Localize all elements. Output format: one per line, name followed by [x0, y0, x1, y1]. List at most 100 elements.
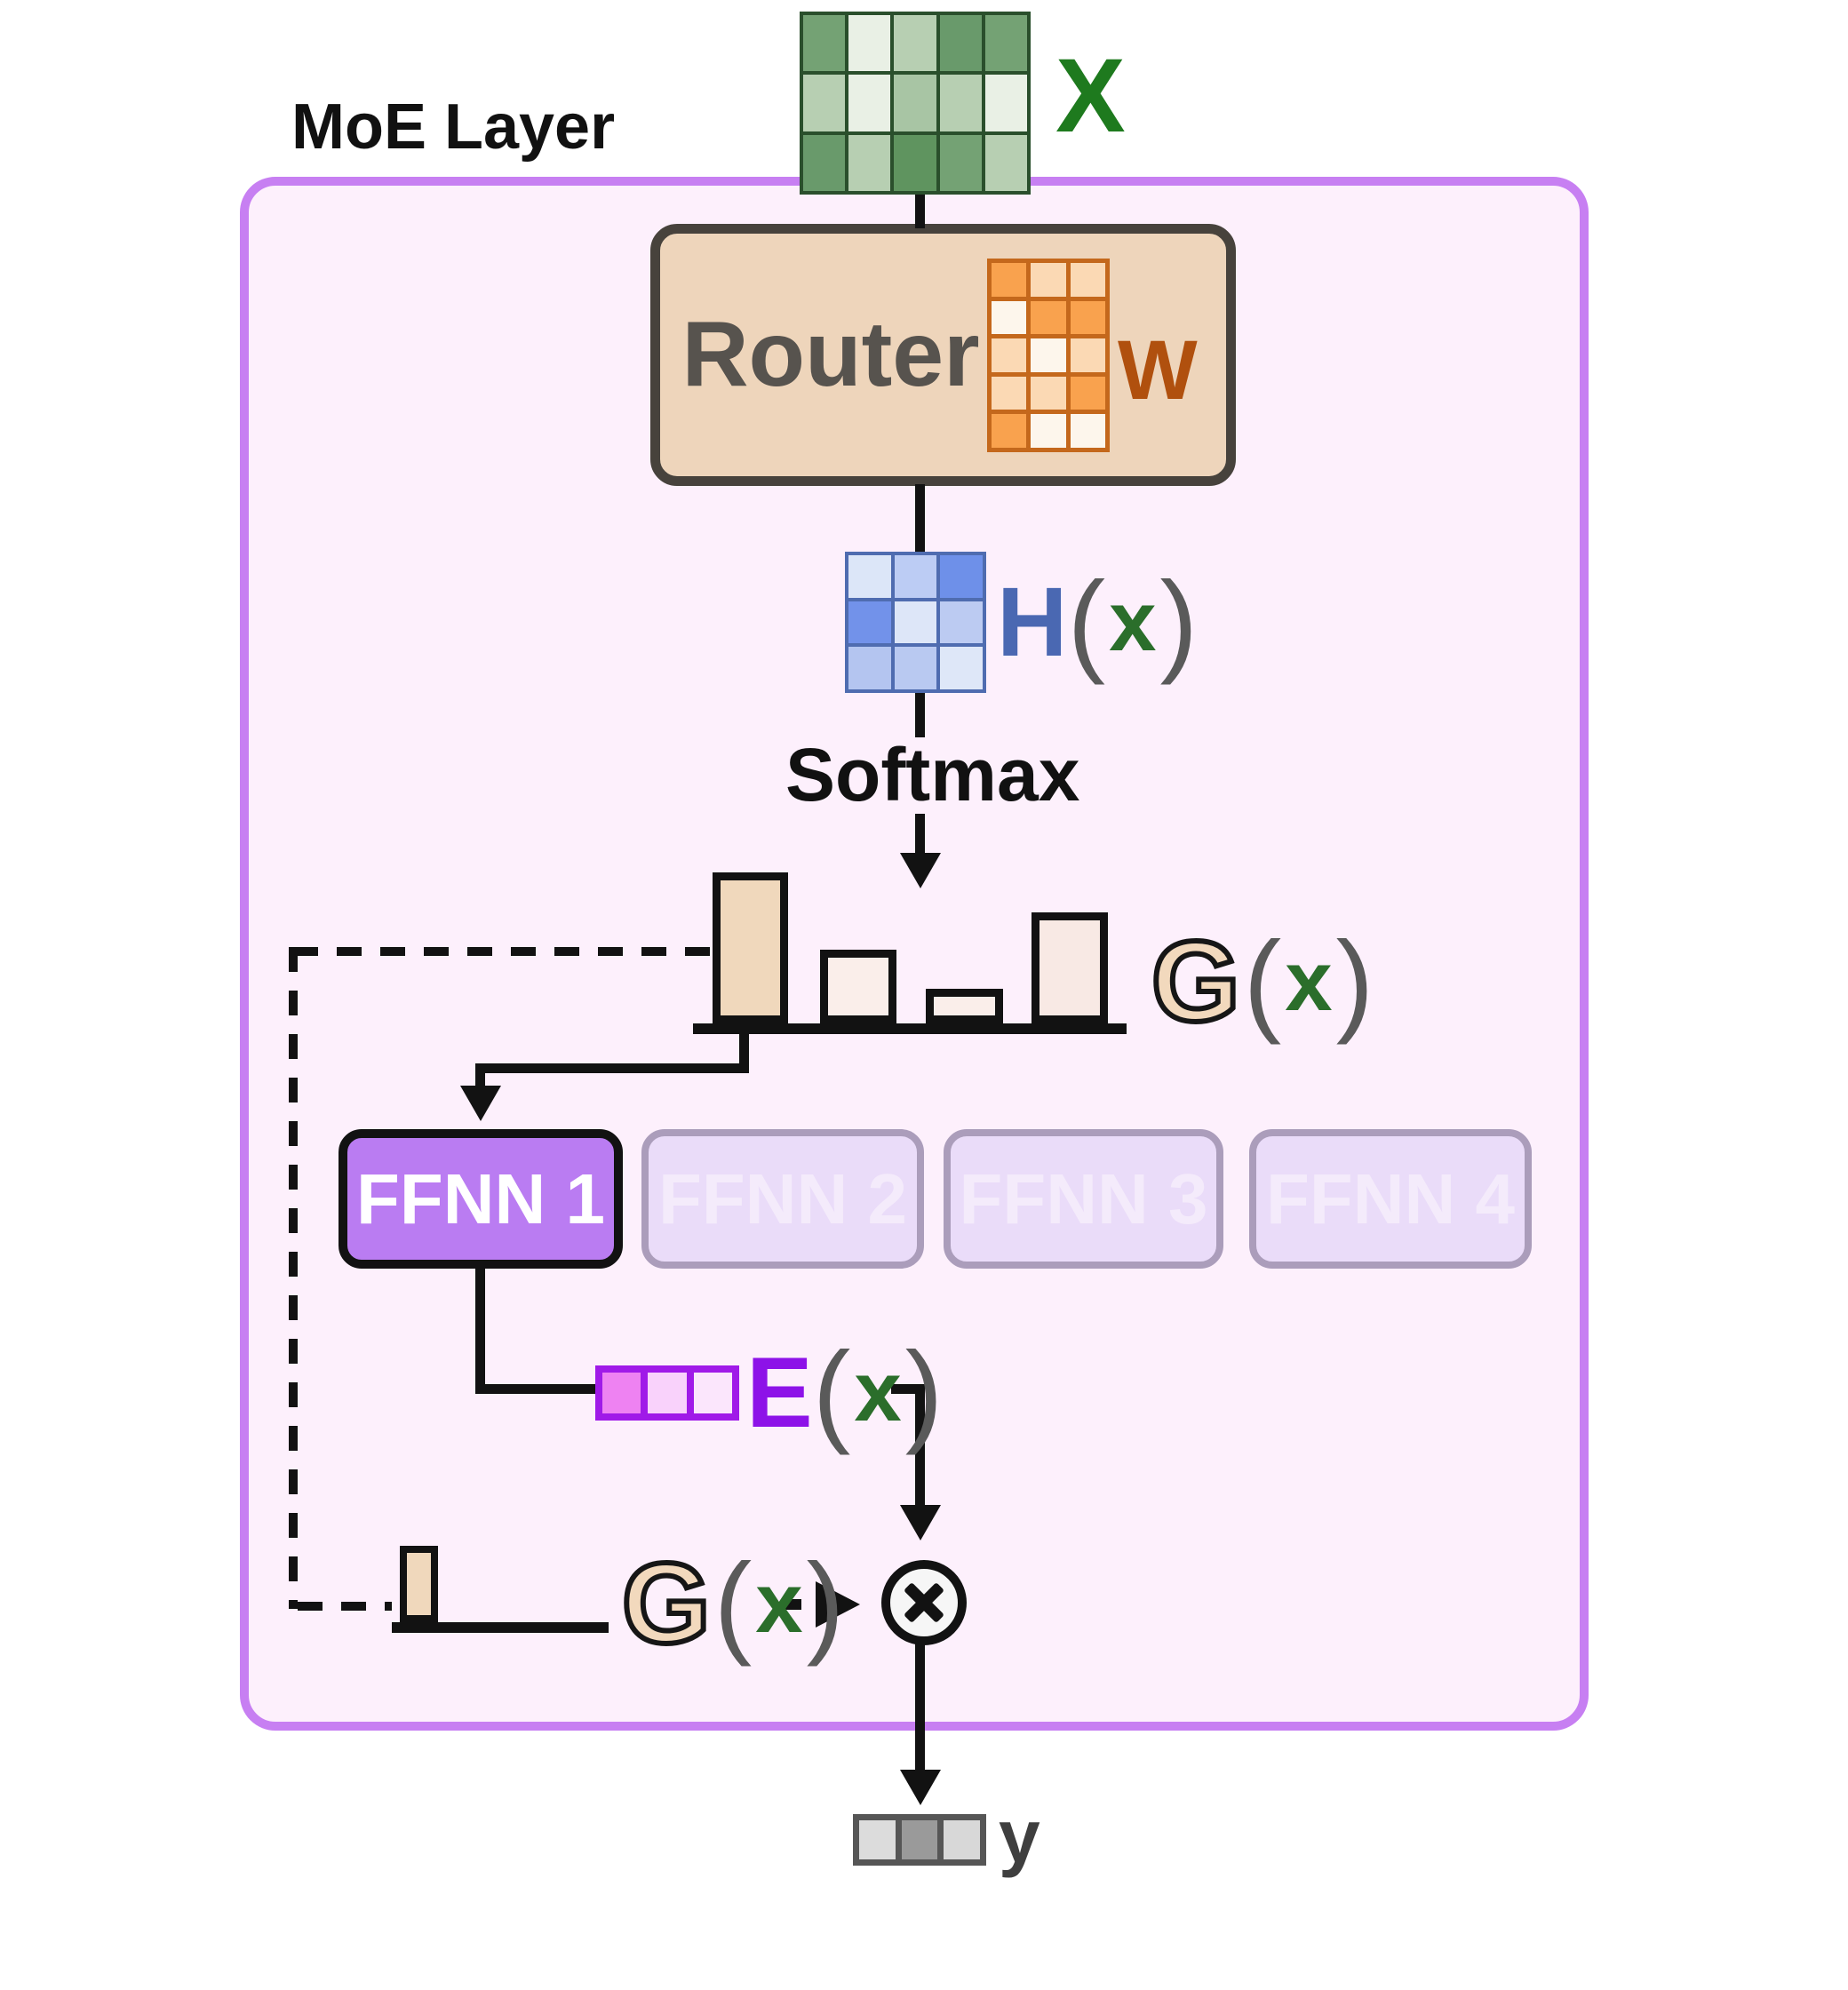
line-x-to-router [915, 187, 925, 228]
input-label-x: X [1055, 37, 1126, 155]
g-symbol: G [1149, 916, 1244, 1048]
matrix-cell [848, 75, 891, 131]
gate-bar-chart [693, 871, 1127, 1023]
connector-gate-vertical [475, 1063, 485, 1088]
selected-gate-baseline [392, 1622, 609, 1633]
matrix-cell [602, 1373, 641, 1413]
expert-ffnn-2: FFNN 2 [641, 1129, 924, 1269]
matrix-cell [984, 75, 1027, 131]
page-title: MoE Layer [291, 92, 616, 163]
dashed-line-horizontal-bottom [298, 1602, 392, 1611]
matrix-cell [1070, 414, 1105, 448]
matrix-cell [1031, 376, 1066, 410]
matrix-cell [1031, 414, 1066, 448]
matrix-cell [940, 601, 983, 644]
x-argument: x [755, 1556, 803, 1651]
matrix-cell [940, 555, 983, 598]
matrix-cell [894, 75, 936, 131]
h-of-x-label: H(x) [997, 558, 1199, 686]
arrow-down-gate-icon [900, 853, 941, 888]
matrix-cell [648, 1373, 687, 1413]
matrix-cell [803, 134, 846, 191]
output-vector [853, 1814, 986, 1866]
line-multiply-to-output [915, 1642, 925, 1771]
arrow-down-ffnn1-icon [460, 1086, 501, 1121]
h-symbol: H [997, 567, 1068, 677]
matrix-cell [992, 338, 1027, 372]
matrix-cell [992, 300, 1027, 335]
matrix-cell [859, 1820, 896, 1859]
router-label: Router [681, 303, 980, 406]
matrix-cell [1070, 263, 1105, 297]
input-matrix-x [800, 12, 1031, 195]
softmax-label: Softmax [785, 733, 1080, 816]
matrix-cell [848, 15, 891, 72]
matrix-cell [803, 15, 846, 72]
matrix-cell [992, 414, 1027, 448]
arrow-down-output-icon [900, 1770, 941, 1805]
matrix-cell [901, 1820, 938, 1859]
line-h-to-softmax [915, 686, 925, 737]
matrix-cell [848, 647, 891, 689]
connector-gate-drop [739, 1031, 749, 1073]
matrix-cell [1070, 338, 1105, 372]
matrix-cell [1031, 263, 1066, 297]
line-softmax-to-gate [915, 814, 925, 856]
e-symbol: E [746, 1336, 813, 1448]
matrix-cell [693, 1373, 732, 1413]
dotted-segment [785, 1599, 801, 1610]
matrix-cell [803, 75, 846, 131]
gate-bar-2 [820, 950, 896, 1023]
matrix-cell [939, 15, 982, 72]
gate-label: G(x) [1149, 916, 1374, 1048]
matrix-cell [992, 376, 1027, 410]
expert-ffnn-4: FFNN 4 [1249, 1129, 1532, 1269]
matrix-cell [894, 555, 937, 598]
matrix-cell [848, 134, 891, 191]
connector-ffnn1-drop [475, 1269, 485, 1394]
matrix-cell [939, 75, 982, 131]
matrix-cell [848, 555, 891, 598]
g-symbol: G [619, 1538, 714, 1670]
connector-ex-horizontal [891, 1384, 925, 1394]
arrow-right-multiply-icon [816, 1581, 860, 1628]
gate-bar-1 [713, 872, 788, 1023]
matrix-cell [894, 601, 937, 644]
router-box [650, 224, 1236, 486]
x-argument: x [854, 1344, 902, 1439]
matrix-cell [939, 134, 982, 191]
connector-gate-horizontal [475, 1063, 748, 1073]
gate-chart-baseline [693, 1023, 1127, 1034]
router-weight-label: W [1118, 322, 1198, 418]
matrix-cell [894, 15, 936, 72]
dashed-line-horizontal-top [293, 947, 711, 956]
matrix-cell [1031, 338, 1066, 372]
arrow-down-multiply-icon [900, 1505, 941, 1540]
matrix-cell [894, 134, 936, 191]
matrix-cell [1070, 300, 1105, 335]
line-router-to-h [915, 484, 925, 555]
h-matrix [845, 552, 986, 693]
matrix-cell [1070, 376, 1105, 410]
expert-output-vector [595, 1365, 739, 1421]
selected-gate-label: G(x) [619, 1538, 845, 1670]
matrix-cell [1031, 300, 1066, 335]
gate-bar-4 [1032, 912, 1108, 1023]
matrix-cell [940, 647, 983, 689]
output-label: y [999, 1794, 1040, 1878]
x-argument: x [1109, 574, 1157, 669]
expert-ffnn-3: FFNN 3 [944, 1129, 1223, 1269]
matrix-cell [984, 15, 1027, 72]
matrix-cell [894, 647, 937, 689]
e-of-x-label: E(x) [746, 1328, 944, 1456]
x-argument: x [1285, 934, 1333, 1029]
router-weight-matrix [987, 259, 1110, 452]
connector-ex-vertical [915, 1384, 925, 1508]
expert-ffnn-1: FFNN 1 [339, 1129, 623, 1269]
matrix-cell [944, 1820, 980, 1859]
selected-gate-bar [400, 1546, 438, 1622]
dashed-line-vertical [289, 947, 298, 1609]
connector-ffnn1-horizontal [475, 1384, 595, 1394]
matrix-cell [984, 134, 1027, 191]
